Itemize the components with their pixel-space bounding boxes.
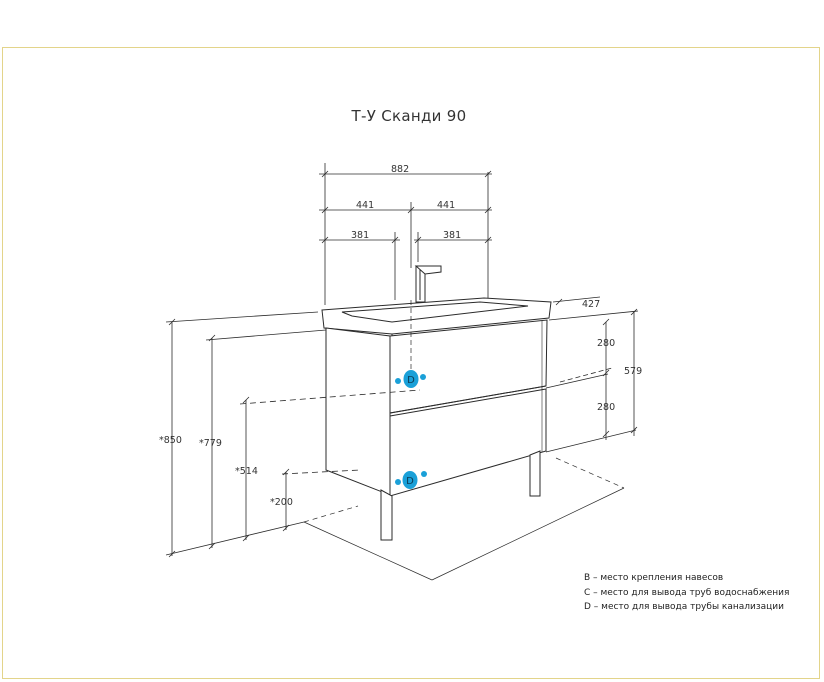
label-579: 579: [624, 366, 642, 377]
left-dimensions: [165, 311, 421, 558]
marker-d-lower-label: D: [406, 476, 414, 487]
label-441-right: 441: [437, 200, 455, 211]
marker-d-upper-label: D: [407, 375, 415, 386]
sink-top: [321, 297, 552, 344]
right-dimensions: [545, 296, 639, 453]
label-514: *514: [235, 466, 258, 477]
legend-item-c: C – место для вывода труб водоснабжения: [584, 588, 790, 598]
cabinet-body: [325, 319, 548, 541]
floor-outline: [303, 457, 625, 581]
faucet: [414, 265, 442, 303]
label-280-bottom: 280: [597, 402, 615, 413]
label-779: *779: [199, 438, 222, 449]
drawing-frame: [2, 47, 820, 679]
drawing-title: Т-У Сканди 90: [0, 107, 824, 125]
top-dimensions: [319, 163, 492, 305]
label-427: 427: [582, 299, 600, 310]
label-280-top: 280: [597, 338, 615, 349]
label-200: *200: [270, 497, 293, 508]
legend-item-d: D – место для вывода трубы канализации: [584, 602, 784, 612]
front-right-leg: [529, 450, 541, 497]
marker-d-upper: D: [395, 370, 426, 388]
lower-drawer-front: [389, 388, 547, 497]
marker-d-lower: D: [395, 471, 427, 489]
legend-item-b: B – место крепления навесов: [584, 573, 724, 583]
label-381-left: 381: [351, 230, 369, 241]
label-850: *850: [159, 435, 182, 446]
label-381-right: 381: [443, 230, 461, 241]
label-441-left: 441: [356, 200, 374, 211]
label-882: 882: [391, 164, 409, 175]
front-left-leg: [380, 489, 393, 541]
title-text: Т-У Сканди 90: [351, 107, 467, 125]
